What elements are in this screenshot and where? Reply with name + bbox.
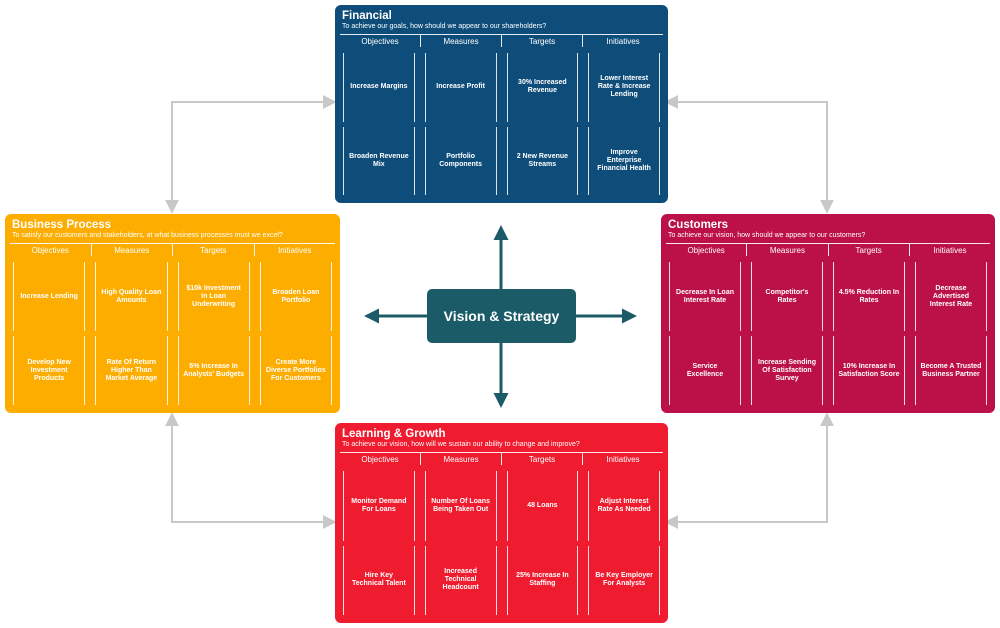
column-header: Objectives bbox=[340, 34, 420, 47]
cell-initiative: Broaden Loan Portfolio bbox=[259, 262, 332, 331]
vision-strategy-label: Vision & Strategy bbox=[443, 308, 560, 324]
column-headers: Objectives Measures Targets Initiatives bbox=[10, 243, 335, 256]
column-header: Initiatives bbox=[582, 34, 663, 47]
column-header: Targets bbox=[172, 243, 254, 256]
connector-financial-customers bbox=[664, 95, 834, 214]
cell-objective: Develop New Investment Products bbox=[13, 336, 86, 405]
cell-measure: Number Of Loans Being Taken Out bbox=[424, 471, 497, 541]
cell-measure: Portfolio Components bbox=[424, 126, 497, 195]
learning-growth-panel: Learning & Growth To achieve our vision,… bbox=[335, 423, 668, 623]
column-header: Objectives bbox=[666, 243, 747, 256]
panel-header: Customers To achieve our vision, how sho… bbox=[664, 217, 992, 241]
cell-grid: Monitor Demand For Loans Number Of Loans… bbox=[343, 471, 660, 615]
cell-target: 10% Increase In Satisfaction Score bbox=[833, 336, 905, 405]
vision-strategy-box: Vision & Strategy bbox=[427, 289, 576, 343]
panel-subtitle: To satisfy our customers and stakeholder… bbox=[12, 232, 283, 239]
cell-initiative: Become A Trusted Business Partner bbox=[915, 336, 987, 405]
cell-initiative: Lower Interest Rate & Increase Lending bbox=[588, 53, 660, 122]
cell-target: 2 New Revenue Streams bbox=[506, 126, 579, 195]
cell-target: 25% Increase In Staffing bbox=[506, 545, 579, 615]
cell-grid: Increase Margins Increase Profit 30% Inc… bbox=[343, 53, 660, 195]
cell-objective: Increase Lending bbox=[13, 262, 86, 331]
cell-grid: Increase Lending High Quality Loan Amoun… bbox=[13, 262, 332, 405]
cell-target: 5% Increase In Analysts' Budgets bbox=[177, 336, 250, 405]
column-header: Measures bbox=[90, 243, 172, 256]
cell-objective: Hire Key Technical Talent bbox=[343, 545, 415, 615]
cell-measure: Increased Technical Headcount bbox=[424, 545, 497, 615]
cell-objective: Monitor Demand For Loans bbox=[343, 471, 415, 541]
column-header: Initiatives bbox=[908, 243, 990, 256]
column-header: Initiatives bbox=[582, 452, 663, 465]
panel-subtitle: To achieve our vision, how will we susta… bbox=[342, 441, 580, 448]
column-header: Targets bbox=[827, 243, 909, 256]
column-header: Measures bbox=[746, 243, 828, 256]
cell-initiative: Improve Enterprise Financial Health bbox=[588, 126, 660, 195]
connector-financial-business bbox=[165, 95, 337, 214]
connector-business-learning bbox=[165, 412, 337, 529]
cell-initiative: Decrease Advertised Interest Rate bbox=[915, 262, 987, 331]
cell-target: 4.5% Reduction In Rates bbox=[833, 262, 905, 331]
column-headers: Objectives Measures Targets Initiatives bbox=[340, 452, 663, 465]
panel-title: Customers bbox=[668, 219, 729, 231]
panel-header: Learning & Growth To achieve our vision,… bbox=[338, 426, 665, 450]
column-header: Initiatives bbox=[253, 243, 335, 256]
cell-objective: Service Excellence bbox=[669, 336, 741, 405]
panel-header: Financial To achieve our goals, how shou… bbox=[338, 8, 665, 32]
panel-title: Learning & Growth bbox=[342, 428, 446, 440]
panel-title: Business Process bbox=[12, 219, 112, 231]
business-process-panel: Business Process To satisfy our customer… bbox=[5, 214, 340, 413]
panel-header: Business Process To satisfy our customer… bbox=[8, 217, 337, 241]
cell-objective: Increase Margins bbox=[343, 53, 415, 122]
cell-target: 30% Increased Revenue bbox=[506, 53, 579, 122]
cell-initiative: Adjust Interest Rate As Needed bbox=[588, 471, 660, 541]
cell-measure: Increase Profit bbox=[424, 53, 497, 122]
cell-initiative: Create More Diverse Portfolios For Custo… bbox=[259, 336, 332, 405]
column-headers: Objectives Measures Targets Initiatives bbox=[340, 34, 663, 47]
panel-subtitle: To achieve our vision, how should we app… bbox=[668, 232, 866, 239]
cell-objective: Broaden Revenue Mix bbox=[343, 126, 415, 195]
column-header: Measures bbox=[420, 34, 501, 47]
cell-grid: Decrease In Loan Interest Rate Competito… bbox=[669, 262, 987, 405]
column-header: Targets bbox=[501, 452, 582, 465]
cell-target: 48 Loans bbox=[506, 471, 579, 541]
column-header: Objectives bbox=[340, 452, 420, 465]
panel-title: Financial bbox=[342, 10, 392, 22]
column-header: Measures bbox=[420, 452, 501, 465]
cell-target: $10k Investment In Loan Underwriting bbox=[177, 262, 250, 331]
column-headers: Objectives Measures Targets Initiatives bbox=[666, 243, 990, 256]
cell-measure: Rate Of Return Higher Than Market Averag… bbox=[95, 336, 168, 405]
column-header: Objectives bbox=[10, 243, 91, 256]
cell-initiative: Be Key Employer For Analysts bbox=[588, 545, 660, 615]
cell-objective: Decrease In Loan Interest Rate bbox=[669, 262, 741, 331]
connector-customers-learning bbox=[664, 412, 834, 529]
cell-measure: Competitor's Rates bbox=[751, 262, 823, 331]
panel-subtitle: To achieve our goals, how should we appe… bbox=[342, 23, 547, 30]
financial-panel: Financial To achieve our goals, how shou… bbox=[335, 5, 668, 203]
cell-measure: High Quality Loan Amounts bbox=[95, 262, 168, 331]
customers-panel: Customers To achieve our vision, how sho… bbox=[661, 214, 995, 413]
cell-measure: Increase Sending Of Satisfaction Survey bbox=[751, 336, 823, 405]
column-header: Targets bbox=[501, 34, 582, 47]
